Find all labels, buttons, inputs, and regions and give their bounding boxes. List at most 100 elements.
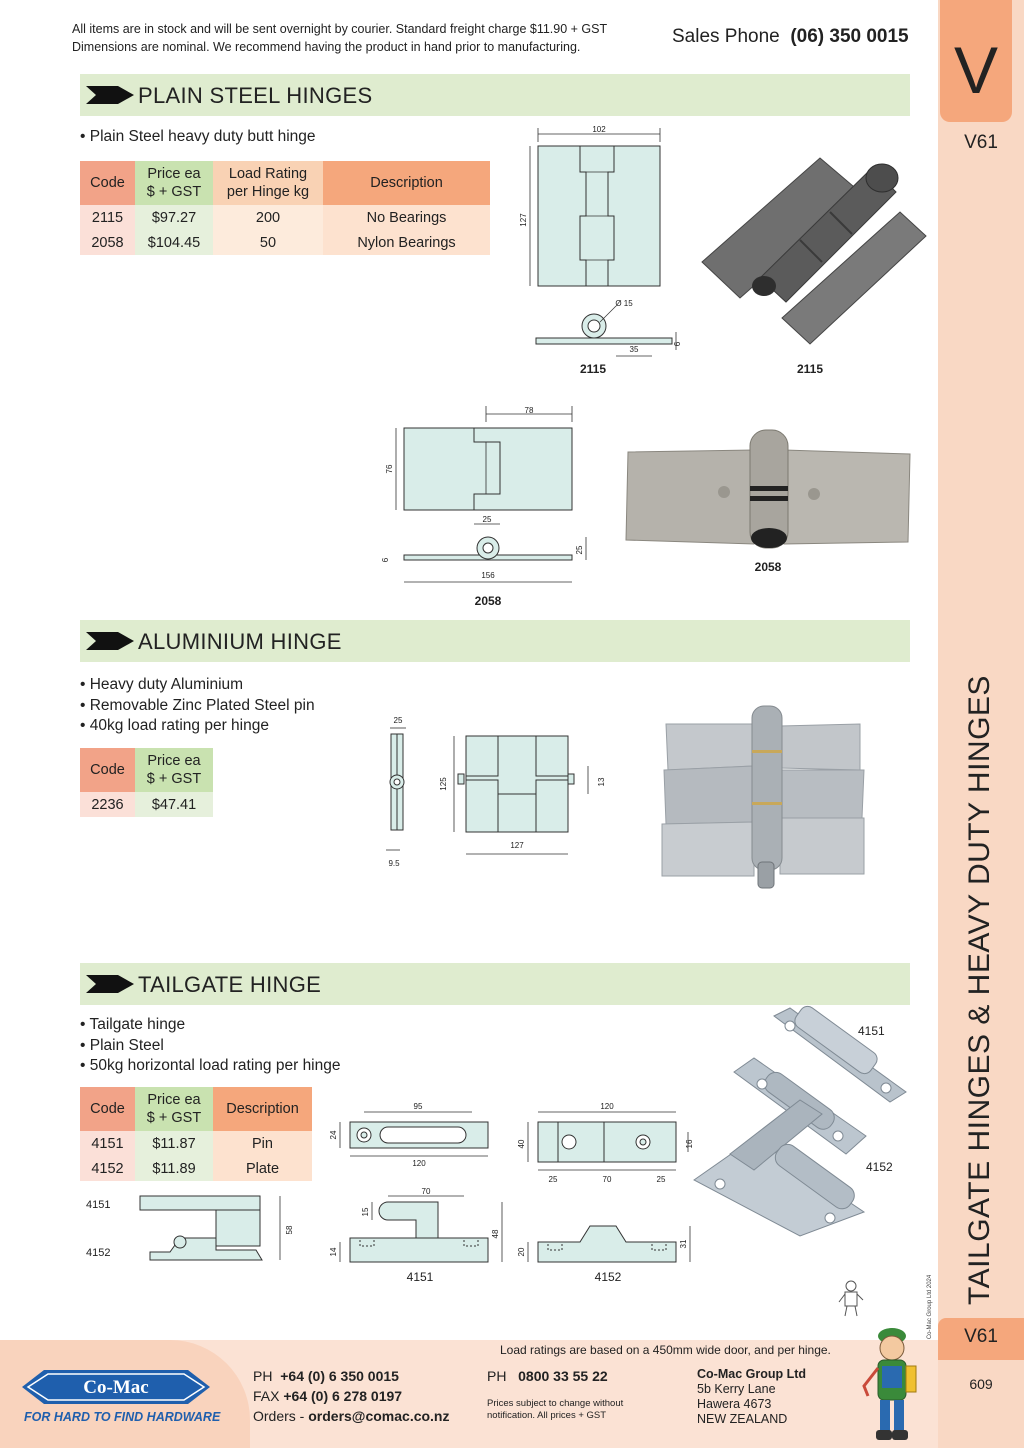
section-letter-tab[interactable]: V (940, 0, 1012, 122)
alu-bullets: • Heavy duty Aluminium • Removable Zinc … (80, 675, 315, 737)
disclaimer: Prices subject to change without notific… (487, 1398, 623, 1422)
company-name: Co-Mac Group Ltd (697, 1367, 807, 1381)
table-row: 2058 $104.45 50 Nylon Bearings (80, 230, 490, 255)
dim-thickness: 6 (381, 557, 390, 562)
alu-title: ALUMINIUM HINGE (138, 629, 342, 654)
dim-40: 40 (517, 1139, 526, 1148)
alu-banner: ALUMINIUM HINGE (80, 620, 910, 662)
disclaimer-line-1: Prices subject to change without (487, 1398, 624, 1409)
drawing-4152-side: 20 31 (517, 1225, 691, 1263)
cell-load: 50 (213, 230, 323, 255)
col-price-1: Price ea (147, 1092, 201, 1108)
footer-freephone: PH 0800 33 55 22 (487, 1366, 608, 1386)
dim-15: 15 (361, 1207, 370, 1216)
load-note: Load ratings are based on a 450mm wide d… (500, 1343, 831, 1357)
cell-price: $11.87 (135, 1131, 213, 1156)
photo-hinge-2058 (625, 429, 911, 549)
dim-58: 58 (285, 1225, 294, 1234)
cell-desc: No Bearings (323, 205, 490, 230)
address-line-2: Hawera 4673 (697, 1397, 772, 1411)
drawing-4152-top: 120 40 16 25 70 25 (517, 1102, 694, 1184)
disclaimer-line-2: notification. All prices + GST (487, 1410, 607, 1421)
dim-25a: 25 (549, 1175, 558, 1184)
dim-height: 127 (519, 213, 528, 227)
dim-70: 70 (603, 1175, 612, 1184)
dim-thickness: 6 (673, 341, 682, 346)
fax-number: +64 (0) 6 278 0197 (283, 1388, 403, 1404)
header-notice: All items are in stock and will be sent … (72, 20, 607, 56)
dim-20: 20 (517, 1247, 526, 1256)
caption-4152-side: 4152 (594, 1270, 622, 1284)
col-load: Load Rating per Hinge kg (213, 161, 323, 205)
col-load-2: per Hinge kg (226, 184, 310, 200)
tagline: FOR HARD TO FIND HARDWARE (24, 1410, 221, 1424)
dim-width: 78 (525, 406, 534, 415)
cell-desc: Pin (213, 1131, 312, 1156)
cell-price: $97.27 (135, 205, 213, 230)
col-price-2: $ + GST (146, 771, 202, 787)
bullet: • Removable Zinc Plated Steel pin (80, 696, 315, 714)
comac-logo[interactable]: Co-Mac (22, 1366, 210, 1408)
dim-height: 125 (439, 777, 448, 791)
photo-label-4151: 4151 (858, 1024, 885, 1038)
chevron-arrow-icon (86, 632, 134, 650)
caption-2058-photo: 2058 (754, 560, 782, 574)
col-code: Code (80, 1087, 135, 1131)
chevron-arrow-icon (86, 975, 134, 993)
mascot-icon (862, 1328, 917, 1440)
table-row: 2236 $47.41 (80, 792, 213, 817)
drawing-2058: 78 76 25 25 6 156 (381, 406, 587, 583)
col-desc: Description (213, 1087, 312, 1131)
plain-bullets: • Plain Steel heavy duty butt hinge (80, 127, 316, 148)
sales-number[interactable]: (06) 350 0015 (790, 26, 909, 47)
table-row: 4151 $11.87 Pin (80, 1131, 312, 1156)
label-4151: 4151 (86, 1199, 110, 1211)
caption-4151-side: 4151 (406, 1270, 434, 1284)
dim-95: 95 (414, 1102, 423, 1111)
dim-48: 48 (491, 1229, 500, 1238)
plain-title: PLAIN STEEL HINGES (138, 83, 373, 108)
section-code-bottom-tab (938, 1318, 1024, 1360)
bullet: • 40kg load rating per hinge (80, 717, 269, 734)
address-line-3: NEW ZEALAND (697, 1412, 788, 1426)
address-line-1: 5b Kerry Lane (697, 1382, 776, 1396)
ph2-number[interactable]: 0800 33 55 22 (518, 1368, 608, 1384)
notice-line-2: Dimensions are nominal. We recommend hav… (72, 40, 581, 54)
bullet: • Plain Steel (80, 1036, 164, 1054)
logo-text: Co-Mac (83, 1377, 148, 1398)
photo-hinge-2236 (661, 705, 865, 889)
dim-height: 76 (385, 464, 394, 473)
cell-code: 2058 (80, 230, 135, 255)
dim-16: 16 (685, 1139, 694, 1148)
caption-2115-photo: 2115 (796, 362, 824, 376)
cell-desc: Nylon Bearings (323, 230, 490, 255)
table-row: 4152 $11.89 Plate (80, 1156, 312, 1181)
dim-25b: 25 (657, 1175, 666, 1184)
dim-14: 14 (329, 1247, 338, 1256)
dim-31: 31 (679, 1239, 688, 1248)
drawing-4151-top: 95 24 120 (329, 1102, 489, 1168)
cell-code: 2236 (80, 792, 135, 817)
fax-label: FAX (253, 1388, 280, 1404)
dim-dia: Ø 15 (615, 299, 633, 308)
col-load-1: Load Rating (228, 166, 308, 182)
ph-number[interactable]: +64 (0) 6 350 0015 (280, 1368, 399, 1384)
dim-width: 127 (510, 841, 524, 850)
dim-rise: 25 (575, 545, 584, 554)
cell-code: 4151 (80, 1131, 135, 1156)
ph-label: PH (253, 1368, 273, 1384)
photo-label-4152: 4152 (866, 1160, 893, 1174)
vertical-title-text: TAILGATE HINGES & HEAVY DUTY HINGES (963, 675, 996, 1305)
cell-price: $104.45 (135, 230, 213, 255)
drawing-2236: 25 9.5 125 13 127 (386, 716, 606, 868)
cell-desc: Plate (213, 1156, 312, 1181)
col-price: Price ea$ + GST (135, 748, 213, 792)
tailgate-title: TAILGATE HINGE (138, 972, 322, 997)
drawing-tailgate-assembly: 4151 4152 58 (86, 1195, 294, 1261)
drawing-2115: 102 127 Ø 15 35 6 (519, 125, 682, 357)
photo-tailgate-hinges (693, 1005, 907, 1237)
dim-25: 25 (394, 716, 403, 725)
section-code-bottom: V61 (964, 1326, 998, 1347)
orders-email[interactable]: orders@comac.co.nz (308, 1408, 450, 1424)
